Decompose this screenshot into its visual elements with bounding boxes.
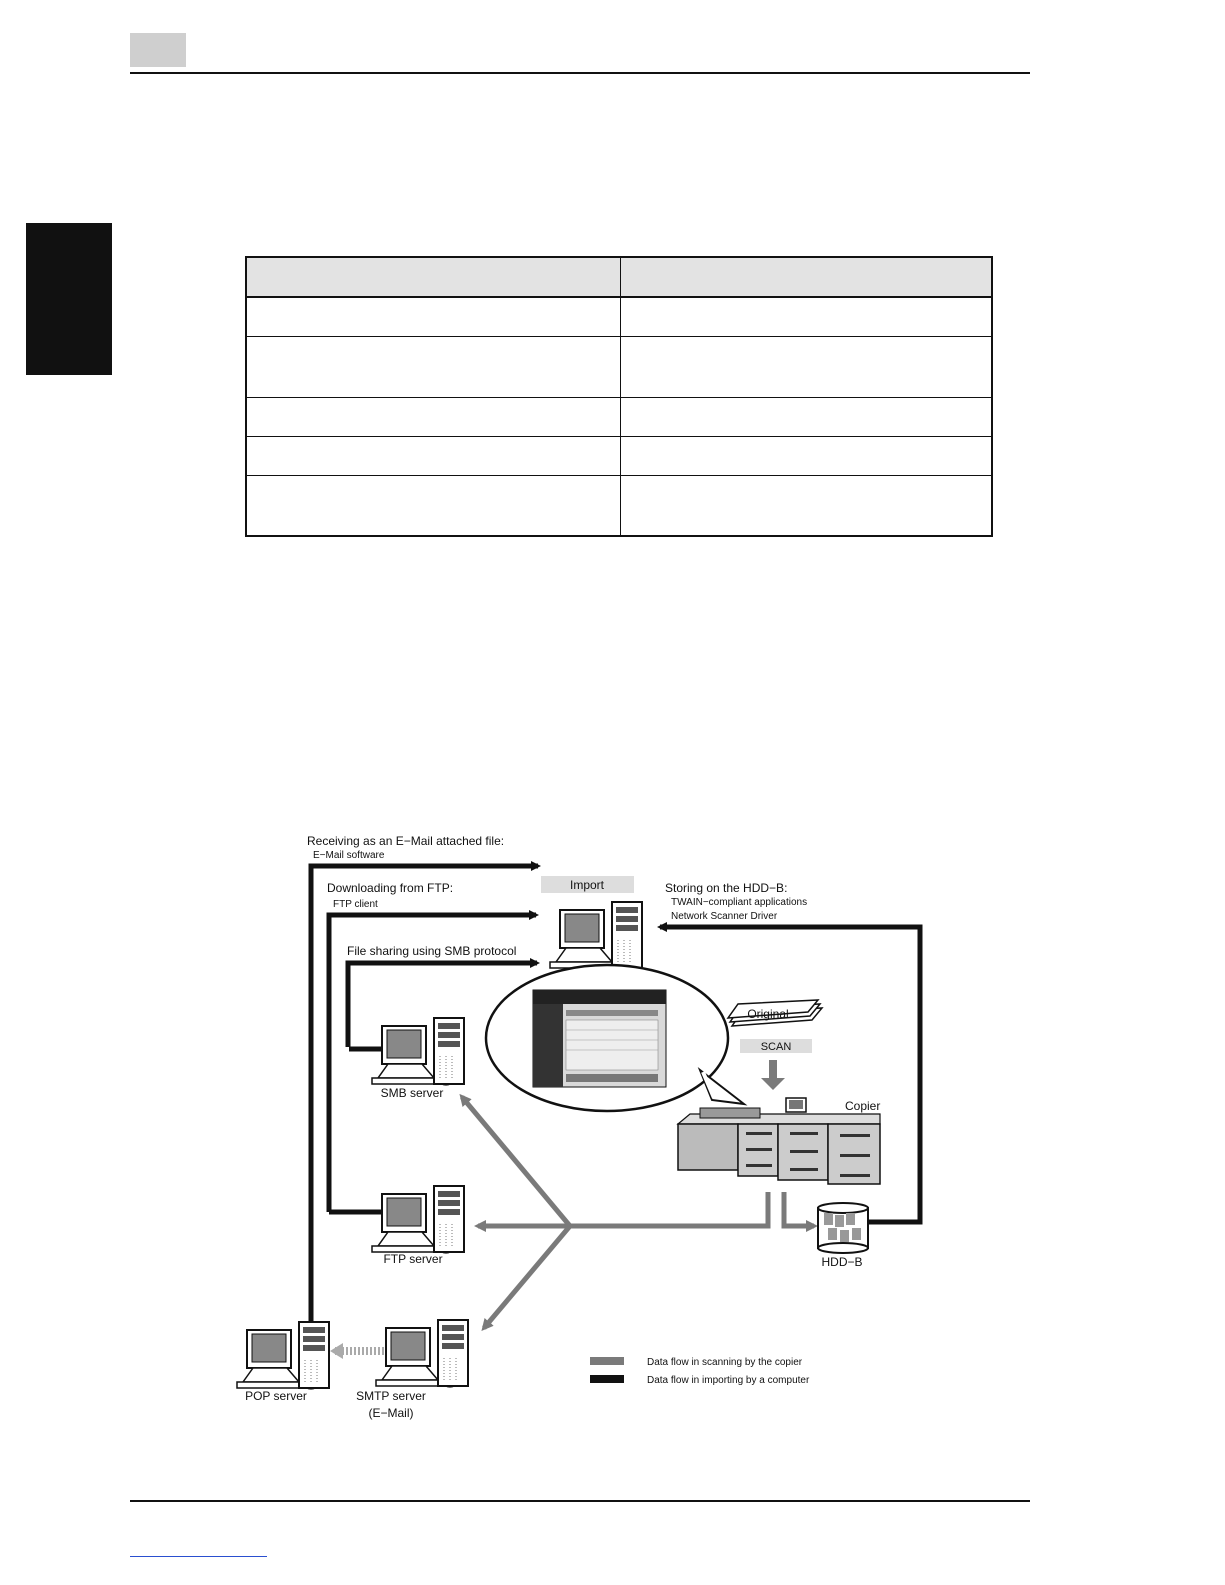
smb-server-label: SMB server <box>381 1086 444 1100</box>
hdd-subtitle-1: TWAIN−compliant applications <box>671 897 807 908</box>
smb-title: File sharing using SMB protocol <box>347 944 516 958</box>
copier-label: Copier <box>845 1099 880 1113</box>
pop-server-computer <box>237 1322 329 1389</box>
smtp-server-label: SMTP server <box>356 1389 426 1403</box>
ftp-title: Downloading from FTP: <box>327 881 453 895</box>
screen-callout-bubble <box>486 965 744 1111</box>
scan-down-arrow <box>761 1060 785 1090</box>
pop-server-label: POP server <box>245 1389 307 1403</box>
import-computer <box>550 902 642 969</box>
ftp-server-label: FTP server <box>383 1252 442 1266</box>
legend-swatch-import <box>590 1375 624 1383</box>
smb-server-computer <box>372 1018 464 1085</box>
ftp-subtitle: FTP client <box>333 899 378 910</box>
email-subtitle: E−Mail software <box>313 850 385 861</box>
legend-label-scan: Data flow in scanning by the copier <box>647 1357 803 1368</box>
smtp-server-sublabel: (E−Mail) <box>368 1406 413 1420</box>
hdd-b-drive <box>818 1203 868 1253</box>
legend-label-import: Data flow in importing by a computer <box>647 1375 810 1386</box>
ftp-server-computer <box>372 1186 464 1253</box>
import-label: Import <box>570 878 605 892</box>
legend-swatch-scan <box>590 1357 624 1365</box>
scan-label: SCAN <box>761 1041 792 1053</box>
original-label: Original <box>747 1007 788 1021</box>
hdd-subtitle-2: Network Scanner Driver <box>671 911 778 922</box>
email-title: Receiving as an E−Mail attached file: <box>307 834 504 848</box>
hdd-b-label: HDD−B <box>821 1255 862 1269</box>
hdd-title: Storing on the HDD−B: <box>665 881 787 895</box>
smtp-server-computer <box>376 1320 468 1387</box>
